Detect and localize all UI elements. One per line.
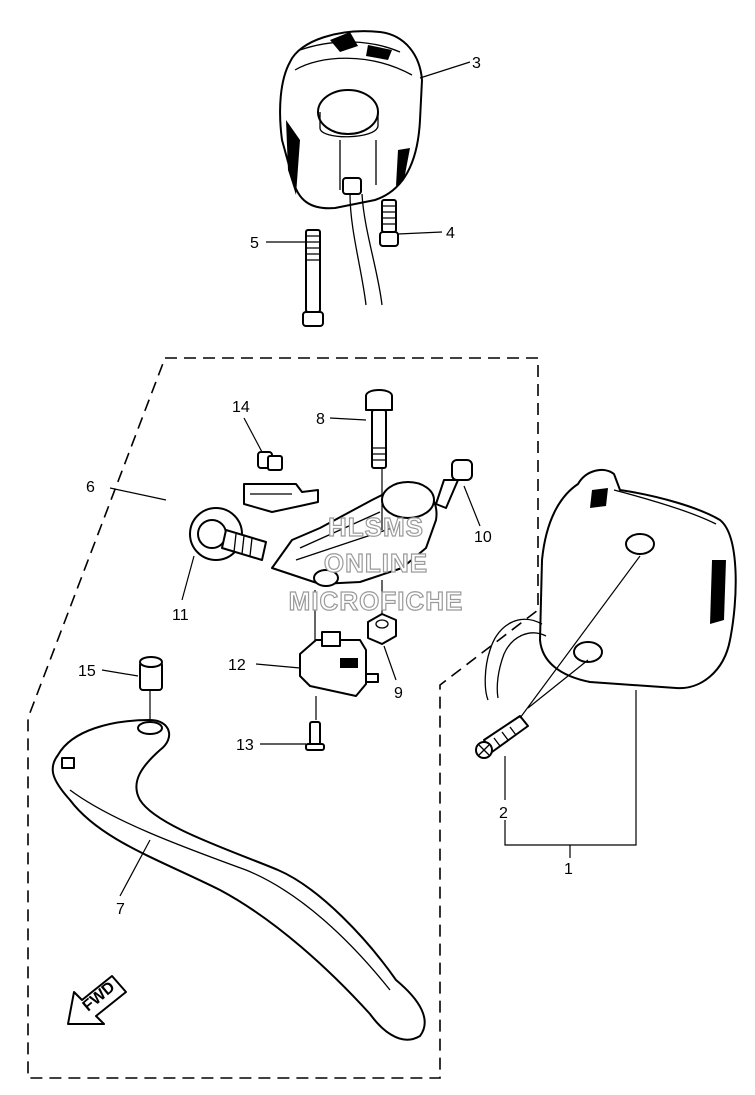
callout-11: 11 xyxy=(172,607,189,624)
lever-holder[interactable] xyxy=(271,481,438,587)
callout-2: 2 xyxy=(499,805,508,822)
part-12-switch[interactable] xyxy=(299,631,379,697)
part-15-collar[interactable] xyxy=(139,656,163,691)
callout-6: 6 xyxy=(86,479,95,496)
watermark-line-1: HLSMS xyxy=(328,512,424,542)
part-8-pivot-bolt[interactable] xyxy=(365,389,393,469)
callout-5: 5 xyxy=(250,235,259,252)
callout-8: 8 xyxy=(316,411,325,428)
part-1-switch-housing[interactable] xyxy=(484,468,737,701)
callout-3: 3 xyxy=(472,55,481,72)
callout-4: 4 xyxy=(446,225,455,242)
part-4-screw[interactable] xyxy=(379,199,399,247)
part-11-adjuster[interactable] xyxy=(189,507,267,561)
callout-13: 13 xyxy=(236,737,254,754)
part-9-nut[interactable] xyxy=(367,613,397,645)
watermark-line-3: MICROFICHE xyxy=(289,586,464,616)
part-13-screw[interactable] xyxy=(305,721,325,751)
part-7-lever[interactable] xyxy=(51,719,426,1041)
watermark: HLSMS ONLINE MICROFICHE xyxy=(288,511,464,616)
callout-9: 9 xyxy=(394,685,403,702)
leader-lines xyxy=(101,61,641,897)
assembly-boundary-dashed xyxy=(27,357,539,1079)
callout-10: 10 xyxy=(474,529,492,546)
part-5-screw[interactable] xyxy=(302,229,324,327)
part-3-switch-housing[interactable] xyxy=(279,30,423,306)
callout-15: 15 xyxy=(78,663,96,680)
callout-14: 14 xyxy=(232,399,250,416)
callout-1: 1 xyxy=(564,861,573,878)
part-10-screw[interactable] xyxy=(435,459,473,509)
watermark-line-2: ONLINE xyxy=(324,548,428,578)
switch-bracket xyxy=(243,483,319,513)
callout-12: 12 xyxy=(228,657,246,674)
callout-7: 7 xyxy=(116,901,125,918)
fwd-arrow-icon: FWD xyxy=(67,975,127,1025)
part-14-screw[interactable] xyxy=(257,451,283,471)
part-2-screw[interactable] xyxy=(475,715,529,759)
